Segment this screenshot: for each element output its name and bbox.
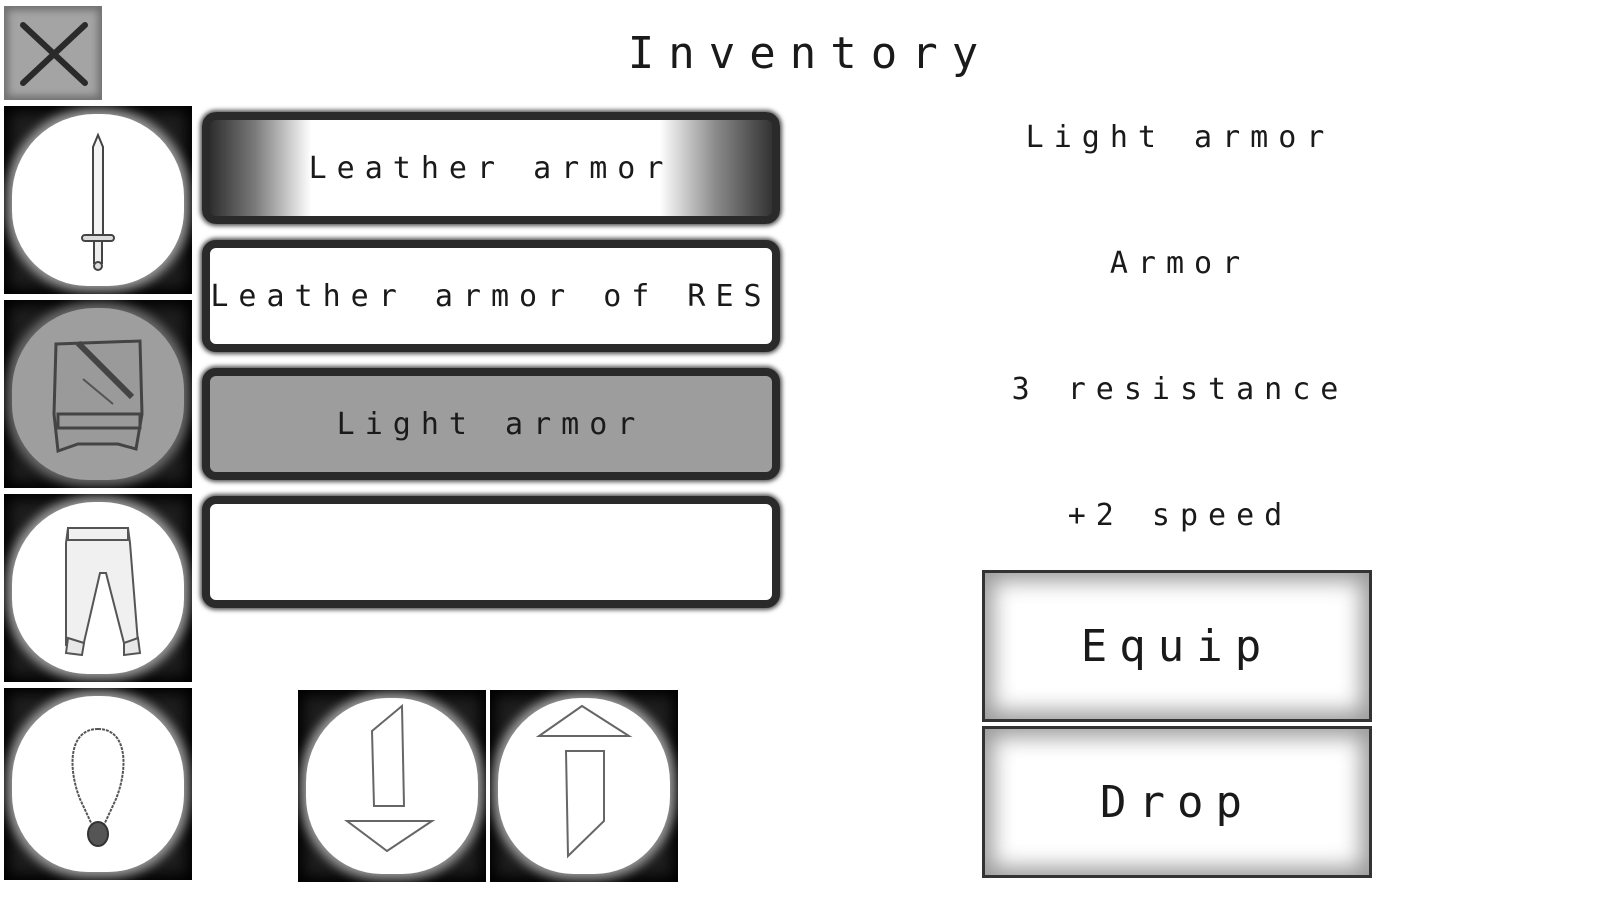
slot-background <box>12 308 184 480</box>
item-label: Leather armor of RES <box>210 278 772 314</box>
slot-background <box>12 696 184 872</box>
detail-item-name: Light armor <box>1025 120 1335 155</box>
button-background <box>498 698 670 874</box>
scroll-down-button[interactable] <box>298 690 486 882</box>
item-label: Leather armor <box>308 150 674 186</box>
pants-icon <box>64 527 142 657</box>
detail-stat-primary: 3 resistance <box>1011 372 1349 407</box>
sword-icon <box>81 132 115 271</box>
arrow-up-icon <box>535 704 633 859</box>
button-background <box>306 698 478 874</box>
equip-button[interactable]: Equip <box>982 570 1372 722</box>
detail-item-type: Armor <box>1109 246 1251 281</box>
necklace-icon <box>71 728 125 847</box>
close-x-icon <box>20 22 88 86</box>
equip-label: Equip <box>1080 620 1274 672</box>
item-label: Light armor <box>336 406 646 442</box>
equipment-slot-amulet[interactable] <box>4 688 192 880</box>
item-list-row[interactable]: Leather armor <box>202 112 780 224</box>
close-button[interactable] <box>4 6 102 100</box>
item-list-row-selected[interactable]: Light armor <box>202 368 780 480</box>
item-list-row[interactable]: Leather armor of RES <box>202 240 780 352</box>
drop-label: Drop <box>1100 776 1254 828</box>
equipment-slot-weapon[interactable] <box>4 106 192 294</box>
armor-vest-icon <box>52 339 144 454</box>
item-list-row-empty[interactable] <box>202 496 780 608</box>
detail-stat-bonus: +2 speed <box>1067 498 1293 533</box>
page-title: Inventory <box>627 28 993 79</box>
equipment-slot-legs[interactable] <box>4 494 192 682</box>
slot-background <box>12 114 184 286</box>
equipment-slot-body-armor[interactable] <box>4 300 192 488</box>
scroll-up-button[interactable] <box>490 690 678 882</box>
drop-button[interactable]: Drop <box>982 726 1372 878</box>
arrow-down-icon <box>344 703 436 853</box>
slot-background <box>12 502 184 674</box>
